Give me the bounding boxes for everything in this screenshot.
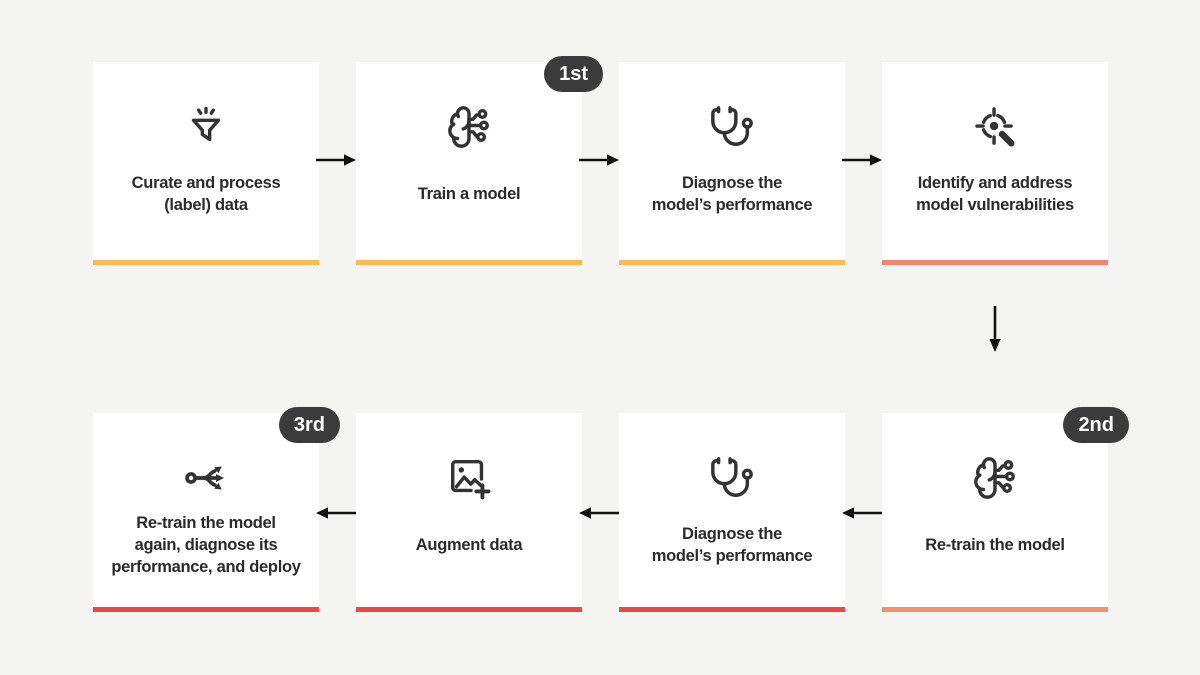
card-diagnose-performance-2: Diagnose the model’s performance — [619, 413, 845, 612]
card-accent-bar — [882, 607, 1108, 612]
card-retrain-diagnose-deploy: 3rd Re-train the model again, diagnose i… — [93, 407, 340, 612]
card-accent-bar — [619, 260, 845, 265]
flow-arrow-left — [842, 505, 882, 521]
card-label: Curate and process (label) data — [131, 174, 281, 214]
brain-circuit-icon — [972, 455, 1018, 501]
card-label: Train a model — [417, 185, 521, 203]
card-accent-bar — [356, 260, 582, 265]
card-retrain-model: 2nd Re-train the model — [882, 407, 1129, 612]
card-label: Re-train the model again, diagnose its p… — [111, 514, 301, 576]
split-three-ways-icon — [183, 455, 229, 501]
brain-circuit-icon — [446, 104, 492, 150]
image-plus-icon — [446, 455, 492, 501]
card-train-model: 1st Train a model — [356, 56, 603, 265]
flow-arrow-left — [579, 505, 619, 521]
flow-arrow-down — [987, 306, 1003, 352]
card-identify-vulnerabilities: Identify and address model vulnerabiliti… — [882, 62, 1108, 265]
flow-arrow-left — [316, 505, 356, 521]
card-diagnose-performance: Diagnose the model’s performance — [619, 62, 845, 265]
card-augment-data: Augment data — [356, 413, 582, 612]
flow-arrow-right — [316, 152, 356, 168]
order-badge-1st: 1st — [544, 56, 603, 92]
card-accent-bar — [619, 607, 845, 612]
card-accent-bar — [882, 260, 1108, 265]
card-accent-bar — [93, 607, 319, 612]
card-label: Re-train the model — [925, 536, 1065, 554]
card-curate-data: Curate and process (label) data — [93, 62, 319, 265]
card-label: Augment data — [415, 536, 523, 554]
card-label: Diagnose the model’s performance — [651, 174, 813, 214]
stethoscope-icon — [709, 455, 755, 501]
order-badge-3rd: 3rd — [278, 407, 340, 443]
funnel-sparks-icon — [183, 104, 229, 150]
card-label: Diagnose the model’s performance — [651, 525, 813, 565]
card-accent-bar — [93, 260, 319, 265]
order-badge-2nd: 2nd — [1063, 407, 1129, 443]
flow-arrow-right — [842, 152, 882, 168]
card-accent-bar — [356, 607, 582, 612]
stethoscope-icon — [709, 104, 755, 150]
crosshair-search-icon — [972, 104, 1018, 150]
card-label: Identify and address model vulnerabiliti… — [916, 174, 1074, 214]
flow-arrow-right — [579, 152, 619, 168]
